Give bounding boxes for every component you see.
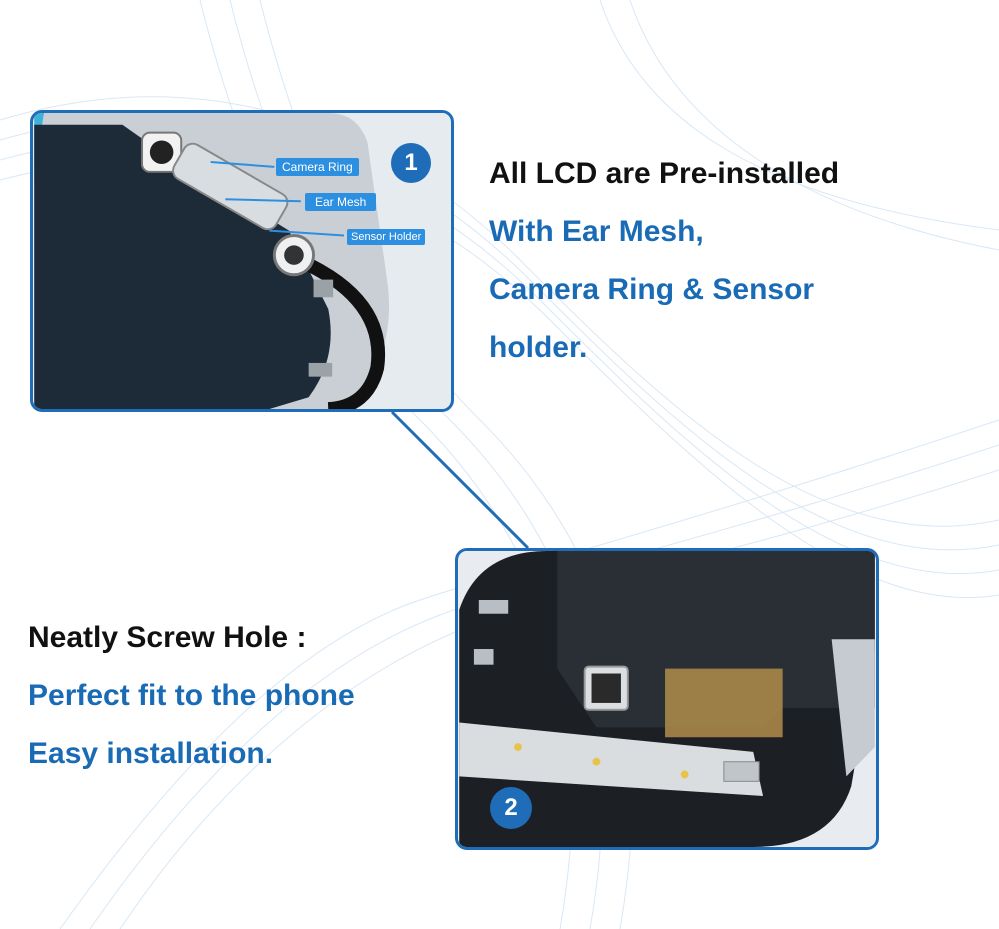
subline-3: holder. xyxy=(489,331,588,364)
feature-text-preinstalled: All LCD are Pre-installed With Ear Mesh,… xyxy=(489,145,839,377)
feature-text-screw-hole: Neatly Screw Hole : Perfect fit to the p… xyxy=(28,609,355,783)
subline-fit: Perfect fit to the phone xyxy=(28,679,355,712)
subline-1: With Ear Mesh, xyxy=(489,215,704,248)
subline-2: Camera Ring & Sensor xyxy=(489,273,815,306)
callout-sensor-holder: Sensor Holder xyxy=(347,229,426,245)
callout-ear-mesh: Ear Mesh xyxy=(305,193,377,211)
phone-top-corner-illustration xyxy=(34,113,450,409)
subline-install: Easy installation. xyxy=(28,737,274,770)
closeup-photo-screw-holes: 2 xyxy=(455,548,879,850)
callout-camera-ring: Camera Ring xyxy=(276,158,359,176)
heading-preinstalled: All LCD are Pre-installed xyxy=(489,157,840,190)
number-badge-2: 2 xyxy=(490,787,532,829)
number-badge-1: 1 xyxy=(391,143,431,183)
heading-screw-hole: Neatly Screw Hole : xyxy=(28,621,307,654)
closeup-photo-earpiece: Camera Ring Ear Mesh Sensor Holder 1 xyxy=(30,110,454,412)
